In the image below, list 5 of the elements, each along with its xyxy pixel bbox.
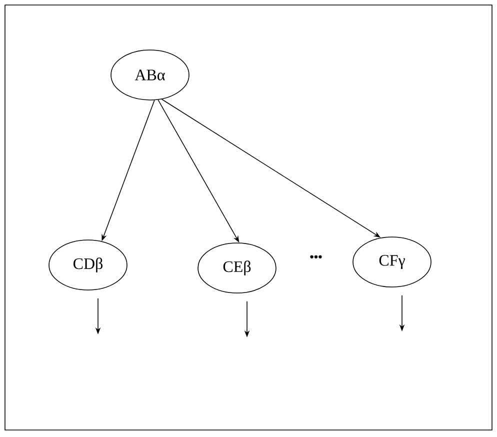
ellipse-node: CDβ xyxy=(48,240,128,290)
ellipse-node: CEβ xyxy=(198,242,276,294)
ellipse-node: ABα xyxy=(110,50,190,100)
ellipsis: ••• xyxy=(310,255,322,258)
ellipse-node: CFγ xyxy=(352,236,432,288)
